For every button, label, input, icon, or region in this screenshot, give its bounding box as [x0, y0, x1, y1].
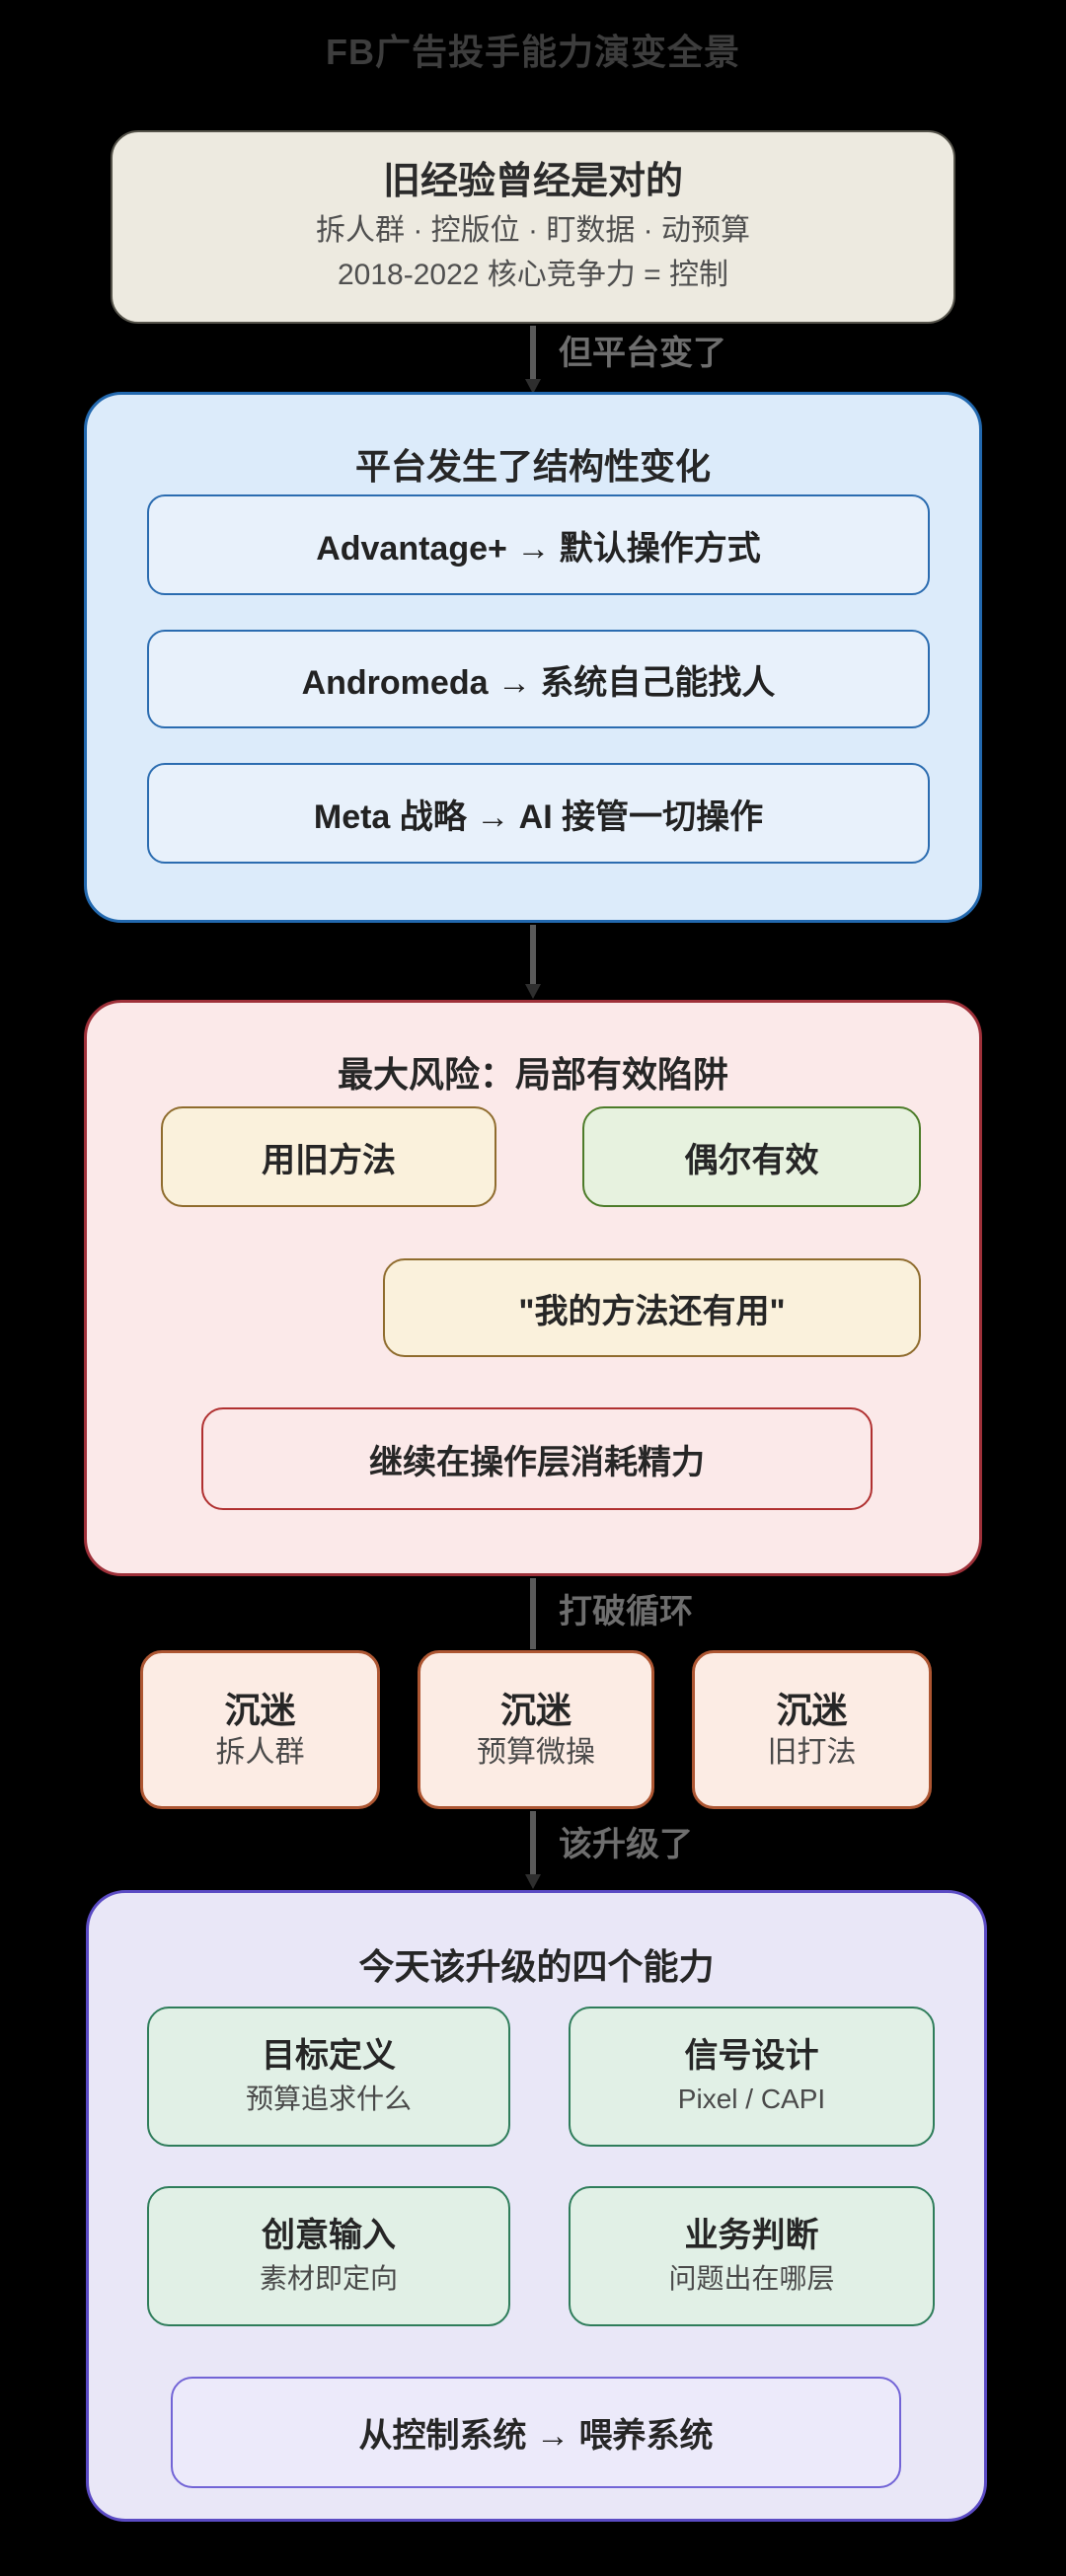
edge-label-platform-changed: 但平台变了 [559, 335, 726, 372]
platform-item-andromeda: Andromeda → 系统自己能找人 [147, 630, 930, 728]
edge-label-time-to-upgrade: 该升级了 [559, 1826, 693, 1863]
addiction-box-old-playbook: 沉迷 旧打法 [692, 1650, 932, 1809]
old-experience-title: 旧经验曾经是对的 [382, 161, 683, 203]
capability-subtitle: 问题出在哪层 [668, 2262, 835, 2294]
addiction-subtitle: 拆人群 [215, 1735, 305, 1769]
old-experience-line1: 拆人群 · 控版位 · 盯数据 · 动预算 [316, 213, 750, 247]
upgrade-title: 今天该升级的四个能力 [358, 1946, 715, 1987]
capability-subtitle: Pixel / CAPI [677, 2083, 826, 2114]
addiction-box-audience: 沉迷 拆人群 [140, 1650, 380, 1809]
capability-box-goal-definition: 目标定义 预算追求什么 [147, 2007, 510, 2147]
capability-box-signal-design: 信号设计 Pixel / CAPI [569, 2007, 935, 2147]
capability-title: 信号设计 [684, 2037, 819, 2076]
upgrade-container: 今天该升级的四个能力 目标定义 预算追求什么 信号设计 Pixel / CAPI… [86, 1890, 987, 2522]
conclusion-box: 从控制系统 → 喂养系统 [171, 2377, 901, 2488]
addiction-subtitle: 旧打法 [767, 1735, 857, 1769]
capability-title: 目标定义 [262, 2037, 396, 2076]
addiction-title: 沉迷 [776, 1689, 848, 1730]
risk-container: 最大风险：局部有效陷阱 用旧方法 偶尔有效 "我的方法还有用" 继续在操作层消耗… [84, 1000, 982, 1576]
old-experience-node: 旧经验曾经是对的 拆人群 · 控版位 · 盯数据 · 动预算 2018-2022… [111, 130, 955, 324]
platform-change-title: 平台发生了结构性变化 [354, 446, 711, 487]
capability-box-creative-input: 创意输入 素材即定向 [147, 2186, 510, 2326]
risk-node-keep-wasting: 继续在操作层消耗精力 [201, 1407, 873, 1510]
capability-box-business-judgment: 业务判断 问题出在哪层 [569, 2186, 935, 2326]
arrow-down-icon [525, 326, 541, 394]
capability-title: 创意输入 [262, 2217, 396, 2255]
capability-title: 业务判断 [684, 2217, 819, 2255]
risk-node-sometimes-works: 偶尔有效 [582, 1106, 921, 1207]
platform-item-advantage: Advantage+ → 默认操作方式 [147, 494, 930, 595]
platform-change-container: 平台发生了结构性变化 Advantage+ → 默认操作方式 Andromeda… [84, 392, 982, 923]
old-experience-line2: 2018-2022 核心竞争力 = 控制 [338, 258, 728, 291]
capability-subtitle: 素材即定向 [259, 2262, 398, 2294]
risk-node-belief: "我的方法还有用" [383, 1258, 921, 1357]
edge-label-break-loop: 打破循环 [559, 1593, 693, 1630]
addiction-title: 沉迷 [499, 1689, 571, 1730]
platform-item-meta-strategy: Meta 战略 → AI 接管一切操作 [147, 763, 930, 864]
addiction-title: 沉迷 [224, 1689, 296, 1730]
risk-node-old-method: 用旧方法 [161, 1106, 496, 1207]
addiction-box-budget: 沉迷 预算微操 [418, 1650, 654, 1809]
page-title: FB广告投手能力演变全景 [326, 32, 740, 72]
arrow-down-icon [525, 1811, 541, 1889]
capability-subtitle: 预算追求什么 [245, 2083, 412, 2114]
arrow-down-icon [525, 925, 541, 999]
risk-title: 最大风险：局部有效陷阱 [337, 1054, 728, 1095]
addiction-subtitle: 预算微操 [477, 1735, 595, 1769]
